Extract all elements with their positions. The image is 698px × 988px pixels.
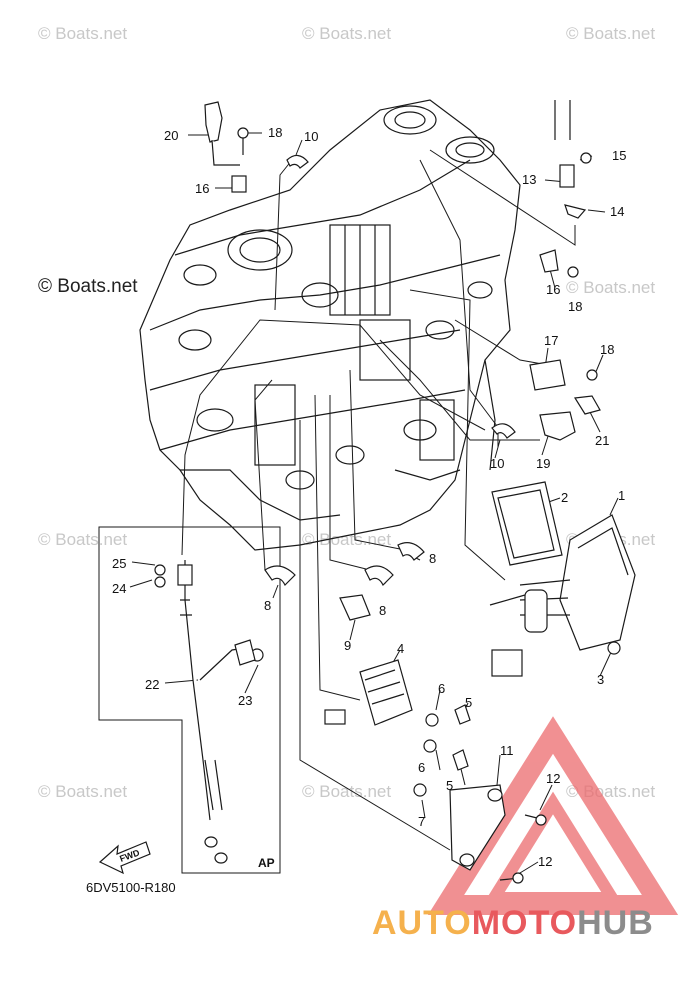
- watermark-boats-net: © Boats.net: [302, 530, 392, 549]
- engine-block: [139, 99, 521, 551]
- fwd-arrow-icon: FWD: [98, 841, 151, 875]
- callout-22: 22: [145, 677, 159, 692]
- callout-9: 9: [344, 638, 351, 653]
- callout-15: 15: [612, 148, 626, 163]
- callout-7: 7: [418, 814, 425, 829]
- watermark-boats-net-main: © Boats.net: [38, 276, 138, 297]
- callout-8: 8: [429, 551, 436, 566]
- callout-numbers: 1 2 3 4 5 5 6 6 7 8 8 8 9 10 10 11 12 12…: [112, 125, 626, 869]
- callout-5: 5: [465, 695, 472, 710]
- callout-8: 8: [379, 603, 386, 618]
- callout-10: 10: [304, 129, 318, 144]
- watermark-boats-net: © Boats.net: [566, 24, 656, 43]
- callout-4: 4: [397, 641, 404, 656]
- ap-inset-frame: [98, 526, 281, 874]
- callout-18: 18: [568, 299, 582, 314]
- ap-label: AP: [258, 856, 275, 870]
- diagram-code: 6DV5100-R180: [86, 880, 176, 895]
- callout-17: 17: [544, 333, 558, 348]
- callout-12: 12: [546, 771, 560, 786]
- watermark-boats-net: © Boats.net: [38, 530, 128, 549]
- callout-5: 5: [446, 778, 453, 793]
- logo-part-moto: MOTO: [471, 904, 578, 942]
- callout-18: 18: [268, 125, 282, 140]
- callout-16: 16: [195, 181, 209, 196]
- watermark-boats-net: © Boats.net: [38, 24, 128, 43]
- callout-19: 19: [536, 456, 550, 471]
- callout-20: 20: [164, 128, 178, 143]
- callout-13: 13: [522, 172, 536, 187]
- callout-11: 11: [500, 743, 514, 758]
- callout-25: 25: [112, 556, 126, 571]
- callout-10: 10: [490, 456, 504, 471]
- parts: [154, 100, 636, 884]
- callout-6: 6: [438, 681, 445, 696]
- leader-lines: [129, 132, 619, 877]
- watermark-boats-net: © Boats.net: [302, 782, 392, 801]
- watermark-boats-net: © Boats.net: [38, 782, 128, 801]
- callout-1: 1: [618, 488, 625, 503]
- callout-12: 12: [538, 854, 552, 869]
- callout-16: 16: [546, 282, 560, 297]
- callout-6: 6: [418, 760, 425, 775]
- callout-8: 8: [264, 598, 271, 613]
- callout-18: 18: [600, 342, 614, 357]
- callout-14: 14: [610, 204, 624, 219]
- logo-part-hub: HUB: [577, 904, 654, 942]
- callout-2: 2: [561, 490, 568, 505]
- automotohub-logo: AUTOMOTOHUB: [372, 904, 654, 943]
- callout-23: 23: [238, 693, 252, 708]
- watermark-boats-net: © Boats.net: [566, 278, 656, 297]
- callout-3: 3: [597, 672, 604, 687]
- logo-part-auto: AUTO: [372, 904, 472, 942]
- callout-24: 24: [112, 581, 126, 596]
- callout-21: 21: [595, 433, 609, 448]
- watermark-boats-net: © Boats.net: [302, 24, 392, 43]
